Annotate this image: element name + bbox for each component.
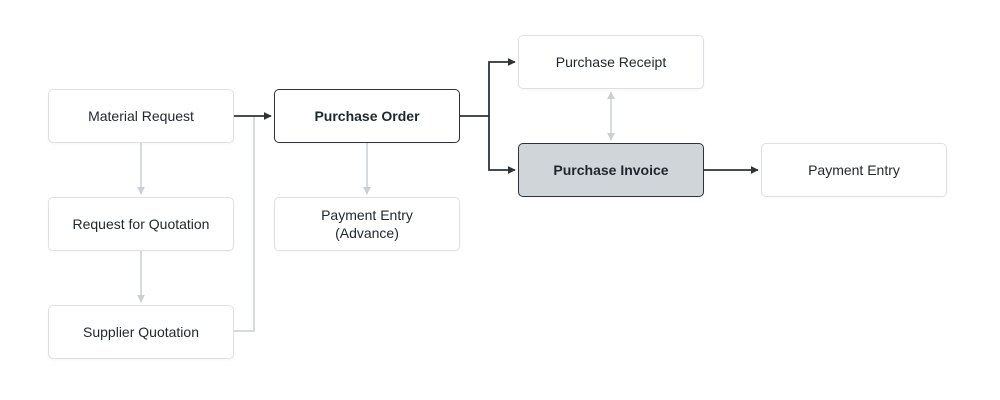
node-material-request[interactable]: Material Request xyxy=(48,89,234,143)
node-request-for-quotation[interactable]: Request for Quotation xyxy=(48,197,234,251)
node-label: Request for Quotation xyxy=(72,216,210,232)
node-label: Payment Entry (Advance) xyxy=(321,207,413,241)
edge-purchase-order-to-purchase-receipt xyxy=(460,58,516,117)
node-label: Material Request xyxy=(88,108,194,124)
node-label: Purchase Receipt xyxy=(555,54,667,70)
node-supplier-quotation[interactable]: Supplier Quotation xyxy=(48,305,234,359)
node-label: Purchase Order xyxy=(314,108,420,124)
node-purchase-order[interactable]: Purchase Order xyxy=(274,89,460,143)
node-payment-entry[interactable]: Payment Entry xyxy=(761,143,947,197)
edge-purchase-order-to-purchase-invoice xyxy=(488,116,516,174)
node-label: Payment Entry xyxy=(808,162,900,178)
node-label: Purchase Invoice xyxy=(553,162,669,178)
node-purchase-invoice[interactable]: Purchase Invoice xyxy=(518,143,704,197)
node-purchase-receipt[interactable]: Purchase Receipt xyxy=(518,35,704,89)
edge-supplier-quotation-to-purchase-order xyxy=(234,116,255,332)
node-payment-entry-advance[interactable]: Payment Entry (Advance) xyxy=(274,197,460,251)
node-label: Supplier Quotation xyxy=(83,324,199,340)
